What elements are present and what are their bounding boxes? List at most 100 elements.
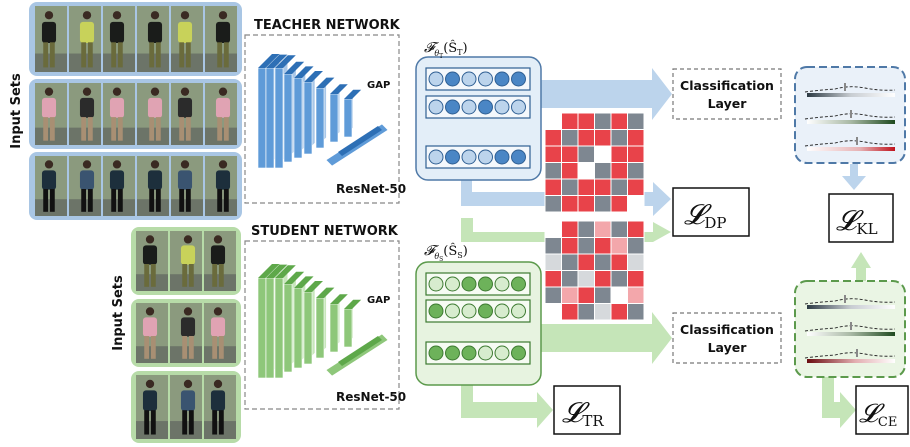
- person-leg: [144, 264, 150, 287]
- person-leg: [150, 410, 156, 435]
- person-leg: [144, 336, 150, 359]
- feature-node: [494, 71, 510, 87]
- person-leg: [117, 117, 123, 141]
- person-head: [180, 160, 190, 169]
- student-distribution-curves: [804, 295, 896, 363]
- person-leg: [81, 42, 87, 68]
- feature-node: [494, 99, 510, 115]
- person-torso: [177, 170, 193, 190]
- conv-slab-front: [343, 98, 353, 138]
- student-feature-formula: 𝓕θS(ŜS): [424, 242, 468, 263]
- matrix-cell: [544, 253, 562, 271]
- teacher-input-sets-label: Input Sets: [9, 73, 24, 149]
- feature-node: [428, 99, 444, 115]
- person-torso: [109, 170, 125, 190]
- matrix-cell: [544, 220, 562, 238]
- person-leg: [87, 117, 93, 141]
- person-leg: [188, 264, 194, 287]
- teacher-distribution-box: [794, 66, 906, 164]
- loss-tr: 𝓛TR: [553, 385, 621, 435]
- conv-slab-top: [284, 61, 305, 74]
- matrix-cell: [577, 303, 595, 321]
- matrix-cell: [544, 145, 562, 163]
- person-leg: [223, 189, 229, 212]
- person-leg: [185, 189, 191, 212]
- matrix-cell: [544, 286, 562, 304]
- matrix-cell: [561, 145, 579, 163]
- person-torso: [177, 21, 193, 43]
- gap-layer-top: [338, 336, 382, 366]
- feature-node: [428, 71, 444, 87]
- matrix-cell: [544, 270, 562, 288]
- feature-node: [461, 303, 477, 319]
- conv-slab-front: [315, 297, 325, 359]
- matrix-cell: [627, 129, 645, 147]
- person-leg: [144, 410, 150, 435]
- feature-node: [511, 276, 526, 292]
- person-head: [44, 160, 54, 169]
- feature-node: [478, 149, 493, 165]
- matrix-cell: [627, 145, 645, 163]
- conv-slab-front: [257, 67, 267, 169]
- distribution-peak: [856, 137, 858, 145]
- gap-layer-top: [338, 126, 382, 156]
- conv-slab-top: [330, 294, 348, 304]
- teacher-input-sets: Input Sets: [9, 2, 242, 220]
- feature-node: [461, 99, 477, 115]
- person-torso: [210, 245, 226, 265]
- feature-node: [478, 99, 493, 115]
- teacher-resnet-label: ResNet-50: [336, 182, 406, 196]
- person-torso: [210, 317, 226, 337]
- student-classification-box: [672, 312, 782, 364]
- person-torso: [180, 245, 196, 265]
- matrix-cell: [594, 112, 612, 130]
- feature-node: [478, 303, 493, 319]
- conv-slab-top: [258, 264, 280, 278]
- loss-tr-box: [553, 385, 621, 435]
- conv-slab-top: [316, 287, 335, 298]
- person-head: [180, 11, 190, 20]
- matrix-cell: [561, 178, 579, 196]
- person-leg: [179, 117, 185, 141]
- matrix-cell: [610, 195, 628, 213]
- person-leg: [223, 42, 229, 68]
- matrix-cell: [561, 237, 579, 255]
- conv-slab-top: [344, 89, 362, 99]
- student-resnet-label: ResNet-50: [336, 390, 406, 404]
- matrix-cell: [577, 178, 595, 196]
- student-similarity-matrix: [544, 220, 645, 321]
- matrix-cell: [577, 286, 595, 304]
- conv-slab-front: [329, 93, 339, 143]
- feature-node: [461, 345, 477, 361]
- person-leg: [43, 117, 49, 141]
- distribution-peak: [850, 110, 852, 118]
- distribution-curve: [804, 140, 896, 147]
- feature-node: [478, 345, 493, 361]
- person-torso: [215, 21, 231, 43]
- matrix-cell: [594, 162, 612, 180]
- distribution-bar: [807, 305, 895, 309]
- person-torso: [180, 317, 196, 337]
- teacher-resnet-blocks: [257, 53, 389, 169]
- student-classification-line2: Layer: [708, 340, 748, 355]
- conv-slab-front: [329, 303, 339, 353]
- person-torso: [142, 245, 158, 265]
- person-head: [150, 11, 160, 20]
- matrix-cell: [544, 162, 562, 180]
- person-torso: [215, 170, 231, 190]
- person-leg: [49, 42, 55, 68]
- person-torso: [79, 21, 95, 43]
- loss-dp-box: [672, 187, 750, 237]
- matrix-cell: [544, 178, 562, 196]
- student-input-sets: Input Sets: [111, 227, 241, 443]
- person-torso: [142, 317, 158, 337]
- person-head: [44, 87, 54, 96]
- person-head: [44, 11, 54, 20]
- person-head: [218, 87, 228, 96]
- person-torso: [215, 97, 231, 118]
- person-torso: [210, 390, 226, 411]
- loss-dp: 𝓛DP: [672, 187, 750, 237]
- conv-slab-top: [304, 281, 323, 292]
- conv-slab-front: [257, 277, 267, 379]
